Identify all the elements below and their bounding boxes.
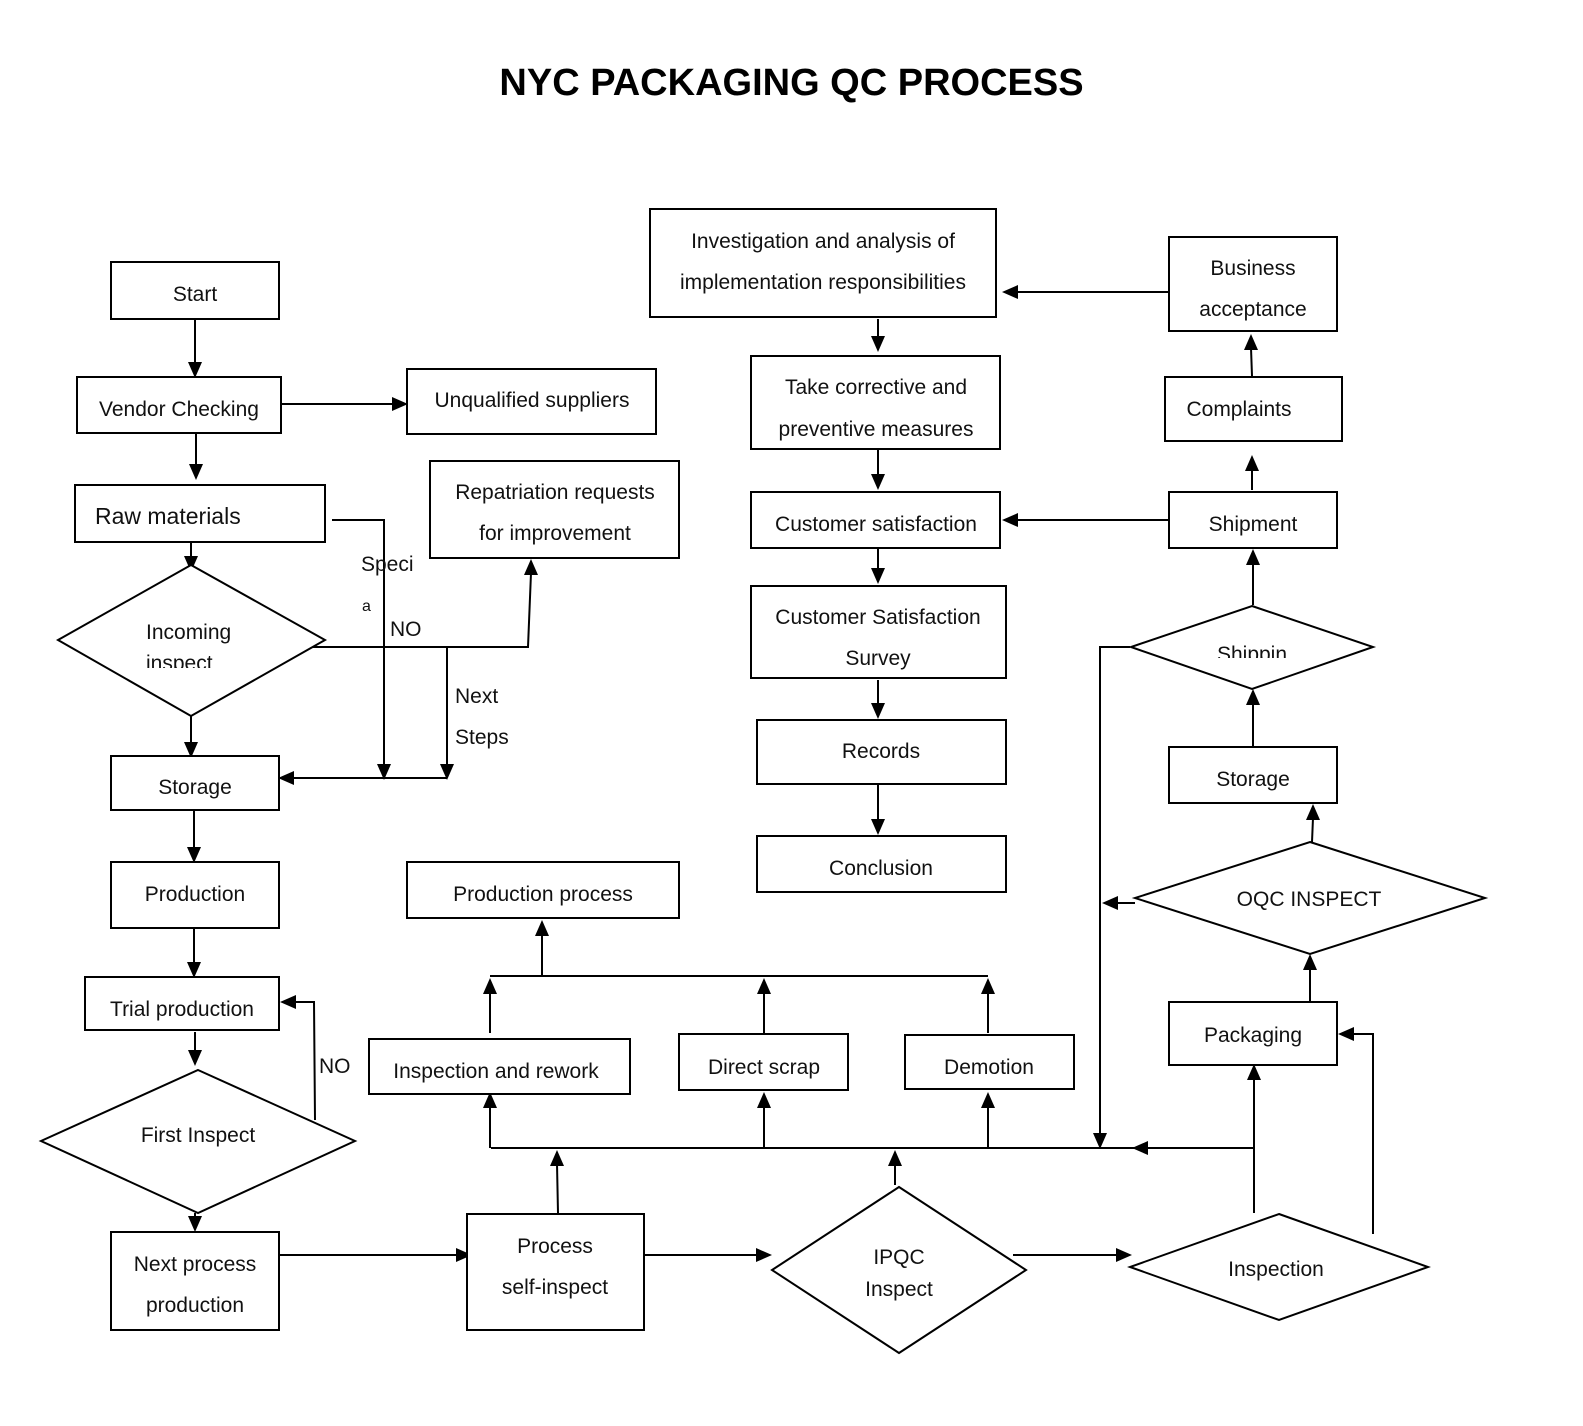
speci-label-fragment: a (362, 598, 371, 615)
complaints-label: Complaints (1186, 398, 1291, 421)
next-process-label-2: production (146, 1294, 244, 1317)
next-process-box: Next process production (110, 1231, 280, 1331)
unqualified-suppliers-box: Unqualified suppliers (406, 368, 657, 435)
raw-materials-label: Raw materials (95, 503, 241, 529)
direct-scrap-box: Direct scrap (678, 1033, 849, 1091)
business-label-1: Business (1210, 257, 1295, 280)
demotion-box: Demotion (904, 1034, 1075, 1090)
oqc-inspect-diamond: OQC INSPECT (1131, 840, 1489, 956)
vendor-checking-label: Vendor Checking (99, 398, 259, 421)
oqc-inspect-label: OQC INSPECT (1237, 888, 1382, 911)
process-self-label-2: self-inspect (502, 1276, 608, 1299)
investigation-label-1: Investigation and analysis of (691, 230, 955, 253)
packaging-label: Packaging (1204, 1024, 1302, 1047)
incoming-label-2: inspect (146, 652, 213, 675)
page-title: NYC PACKAGING QC PROCESS (499, 62, 1084, 104)
ipqc-label-2: Inspect (865, 1278, 933, 1301)
next-process-label-1: Next process (134, 1253, 257, 1276)
investigation-box: Investigation and analysis of implementa… (649, 208, 997, 318)
process-self-inspect-box: Process self-inspect (466, 1213, 645, 1331)
repatriation-box: Repatriation requests for improvement (429, 460, 680, 559)
storage-right-label: Storage (1216, 768, 1290, 791)
speci-label: Speci (361, 553, 414, 576)
next-steps-label-1: Next (455, 685, 498, 708)
customer-satisfaction-label: Customer satisfaction (775, 513, 977, 536)
storage-left-label: Storage (158, 776, 232, 799)
start-label: Start (173, 283, 218, 306)
investigation-label-2: implementation responsibilities (680, 271, 966, 294)
customer-satisfaction-box: Customer satisfaction (750, 491, 1001, 549)
connector-lines (190, 291, 1374, 1256)
incoming-inspect-diamond: Incoming inspect (55, 563, 328, 718)
storage-right-box: Storage (1168, 746, 1338, 804)
first-inspect-label: First Inspect (141, 1124, 256, 1147)
business-label-2: acceptance (1199, 298, 1306, 321)
next-steps-label-2: Steps (455, 726, 509, 749)
demotion-label: Demotion (944, 1056, 1034, 1079)
production-process-label: Production process (453, 883, 633, 906)
production-label: Production (145, 883, 245, 906)
inspection-rework-box: Inspection and rework (368, 1038, 631, 1095)
packaging-box: Packaging (1168, 1001, 1338, 1066)
storage-left-box: Storage (110, 755, 280, 811)
repatriation-label-1: Repatriation requests (455, 481, 655, 504)
shipping-label: Shippin (1217, 643, 1287, 666)
corrective-measures-box: Take corrective and preventive measures (750, 355, 1001, 450)
inspection-rework-label: Inspection and rework (393, 1060, 599, 1083)
shipment-box: Shipment (1168, 491, 1338, 549)
inspection-diamond: Inspection (1127, 1212, 1431, 1322)
records-box: Records (756, 719, 1007, 785)
business-acceptance-box: Business acceptance (1168, 236, 1338, 332)
start-box: Start (110, 261, 280, 320)
trial-production-label: Trial production (110, 998, 254, 1021)
no-label-first: NO (319, 1055, 351, 1078)
vendor-checking-box: Vendor Checking (76, 376, 282, 434)
production-process-box: Production process (406, 861, 680, 919)
shipment-label: Shipment (1209, 513, 1298, 536)
direct-scrap-label: Direct scrap (708, 1056, 820, 1079)
no-label-incoming: NO (390, 618, 422, 641)
conclusion-box: Conclusion (756, 835, 1007, 893)
corrective-label-2: preventive measures (779, 418, 974, 441)
process-self-label-1: Process (517, 1235, 593, 1258)
production-box: Production (110, 861, 280, 929)
complaints-box: Complaints (1164, 376, 1343, 442)
incoming-label-1: Incoming (146, 621, 231, 644)
corrective-label-1: Take corrective and (785, 376, 967, 399)
survey-label-2: Survey (845, 647, 911, 670)
raw-materials-box: Raw materials (74, 484, 326, 543)
conclusion-label: Conclusion (829, 857, 933, 880)
unqualified-suppliers-label: Unqualified suppliers (435, 389, 630, 412)
trial-production-box: Trial production (84, 976, 280, 1031)
repatriation-label-2: for improvement (479, 522, 631, 545)
arrowheads (184, 285, 1354, 1262)
ipqc-label-1: IPQC (873, 1246, 924, 1269)
inspection-label: Inspection (1228, 1258, 1324, 1281)
satisfaction-survey-box: Customer Satisfaction Survey (750, 585, 1007, 679)
ipqc-inspect-diamond: IPQC Inspect (770, 1185, 1028, 1355)
first-inspect-diamond: First Inspect (38, 1068, 358, 1215)
survey-label-1: Customer Satisfaction (775, 606, 980, 629)
shipping-diamond: Shippin (1127, 604, 1377, 691)
records-label: Records (842, 740, 920, 763)
